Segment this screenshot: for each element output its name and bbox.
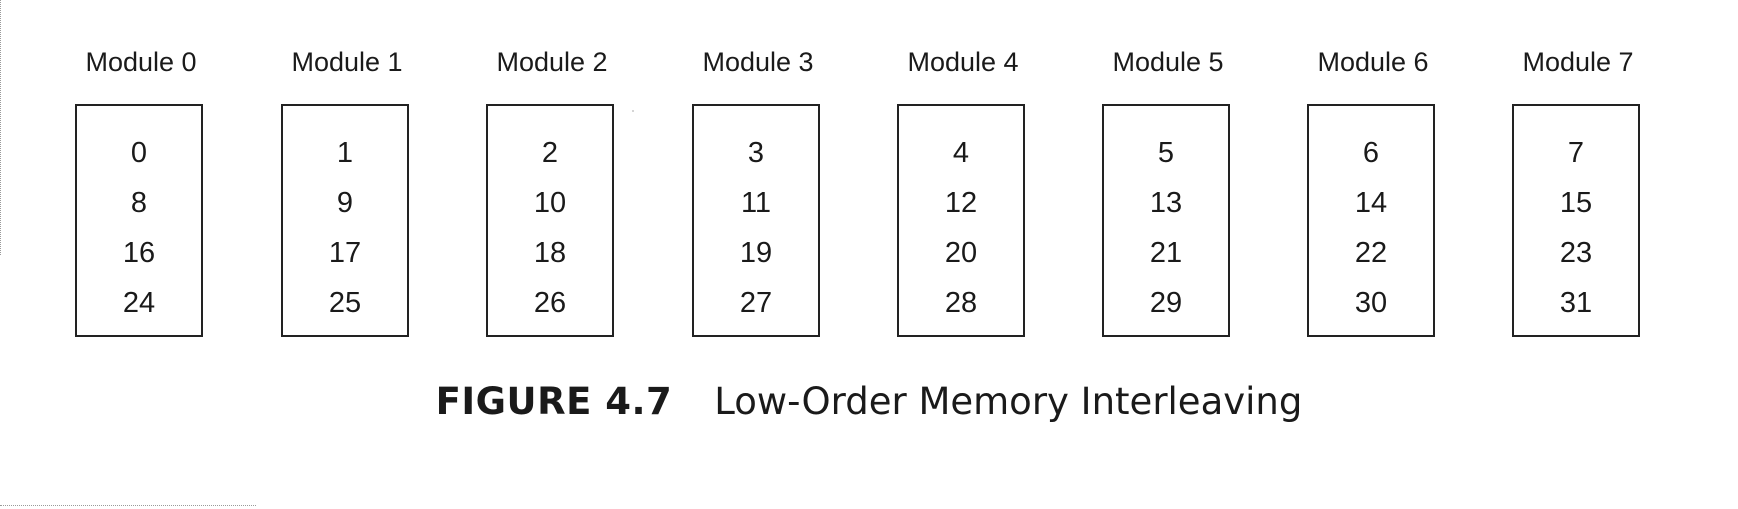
address-cell: 26	[533, 287, 567, 319]
address-cell: 28	[944, 287, 978, 319]
figure-number: FIGURE 4.7	[435, 380, 673, 423]
address-cell: 25	[328, 287, 362, 319]
address-list: 2 10 18 26	[488, 128, 612, 328]
address-list: 6 14 22 30	[1309, 128, 1433, 328]
address-cell: 20	[944, 237, 978, 269]
module-box: 1 9 17 25	[281, 104, 409, 337]
module-box: 3 11 19 27	[692, 104, 820, 337]
module-label: Module 7	[1522, 47, 1634, 77]
address-cell: 13	[1149, 187, 1183, 219]
module-box: 0 8 16 24	[75, 104, 203, 337]
figure-title: Low-Order Memory Interleaving	[714, 380, 1303, 423]
module-box: 6 14 22 30	[1307, 104, 1435, 337]
module-box: 7 15 23 31	[1512, 104, 1640, 337]
address-cell: 30	[1354, 287, 1388, 319]
address-cell: 16	[122, 237, 156, 269]
memory-module-4: Module 4 4 12 20 28	[897, 0, 1029, 345]
address-cell: 7	[1567, 137, 1585, 169]
module-label: Module 1	[291, 47, 403, 77]
module-box: 5 13 21 29	[1102, 104, 1230, 337]
memory-module-5: Module 5 5 13 21 29	[1102, 0, 1234, 345]
module-label: Module 2	[496, 47, 608, 77]
scan-edge-left	[0, 0, 3, 255]
address-cell: 24	[122, 287, 156, 319]
memory-module-6: Module 6 6 14 22 30	[1307, 0, 1439, 345]
address-cell: 9	[336, 187, 354, 219]
address-cell: 1	[336, 137, 354, 169]
memory-module-2: Module 2 2 10 18 26	[486, 0, 618, 345]
address-cell: 19	[739, 237, 773, 269]
address-cell: 15	[1559, 187, 1593, 219]
address-cell: 23	[1559, 237, 1593, 269]
module-box: 2 10 18 26	[486, 104, 614, 337]
address-cell: 14	[1354, 187, 1388, 219]
address-cell: 11	[740, 187, 772, 219]
module-label: Module 6	[1317, 47, 1429, 77]
address-cell: 2	[541, 137, 559, 169]
address-cell: 31	[1559, 287, 1593, 319]
address-list: 0 8 16 24	[77, 128, 201, 328]
address-list: 7 15 23 31	[1514, 128, 1638, 328]
address-list: 4 12 20 28	[899, 128, 1023, 328]
address-cell: 4	[952, 137, 970, 169]
memory-module-3: Module 3 3 11 19 27	[692, 0, 824, 345]
memory-module-0: Module 0 0 8 16 24	[75, 0, 207, 345]
address-cell: 27	[739, 287, 773, 319]
memory-module-7: Module 7 7 15 23 31	[1512, 0, 1644, 345]
address-cell: 5	[1157, 137, 1175, 169]
scan-edge-bottom	[0, 505, 256, 506]
address-cell: 18	[533, 237, 567, 269]
address-cell: 10	[533, 187, 567, 219]
memory-module-1: Module 1 1 9 17 25	[281, 0, 413, 345]
scan-speck	[632, 110, 634, 112]
module-label: Module 3	[702, 47, 814, 77]
address-cell: 21	[1149, 237, 1183, 269]
address-cell: 6	[1362, 137, 1380, 169]
address-cell: 12	[944, 187, 978, 219]
address-cell: 17	[328, 237, 362, 269]
address-list: 5 13 21 29	[1104, 128, 1228, 328]
address-cell: 29	[1149, 287, 1183, 319]
module-box: 4 12 20 28	[897, 104, 1025, 337]
module-label: Module 0	[85, 47, 197, 77]
address-cell: 3	[747, 137, 765, 169]
module-label: Module 5	[1112, 47, 1224, 77]
address-cell: 0	[130, 137, 148, 169]
address-list: 1 9 17 25	[283, 128, 407, 328]
address-cell: 8	[130, 187, 148, 219]
figure-caption: FIGURE 4.7 Low-Order Memory Interleaving	[0, 380, 1738, 424]
address-list: 3 11 19 27	[694, 128, 818, 328]
module-label: Module 4	[907, 47, 1019, 77]
address-cell: 22	[1354, 237, 1388, 269]
